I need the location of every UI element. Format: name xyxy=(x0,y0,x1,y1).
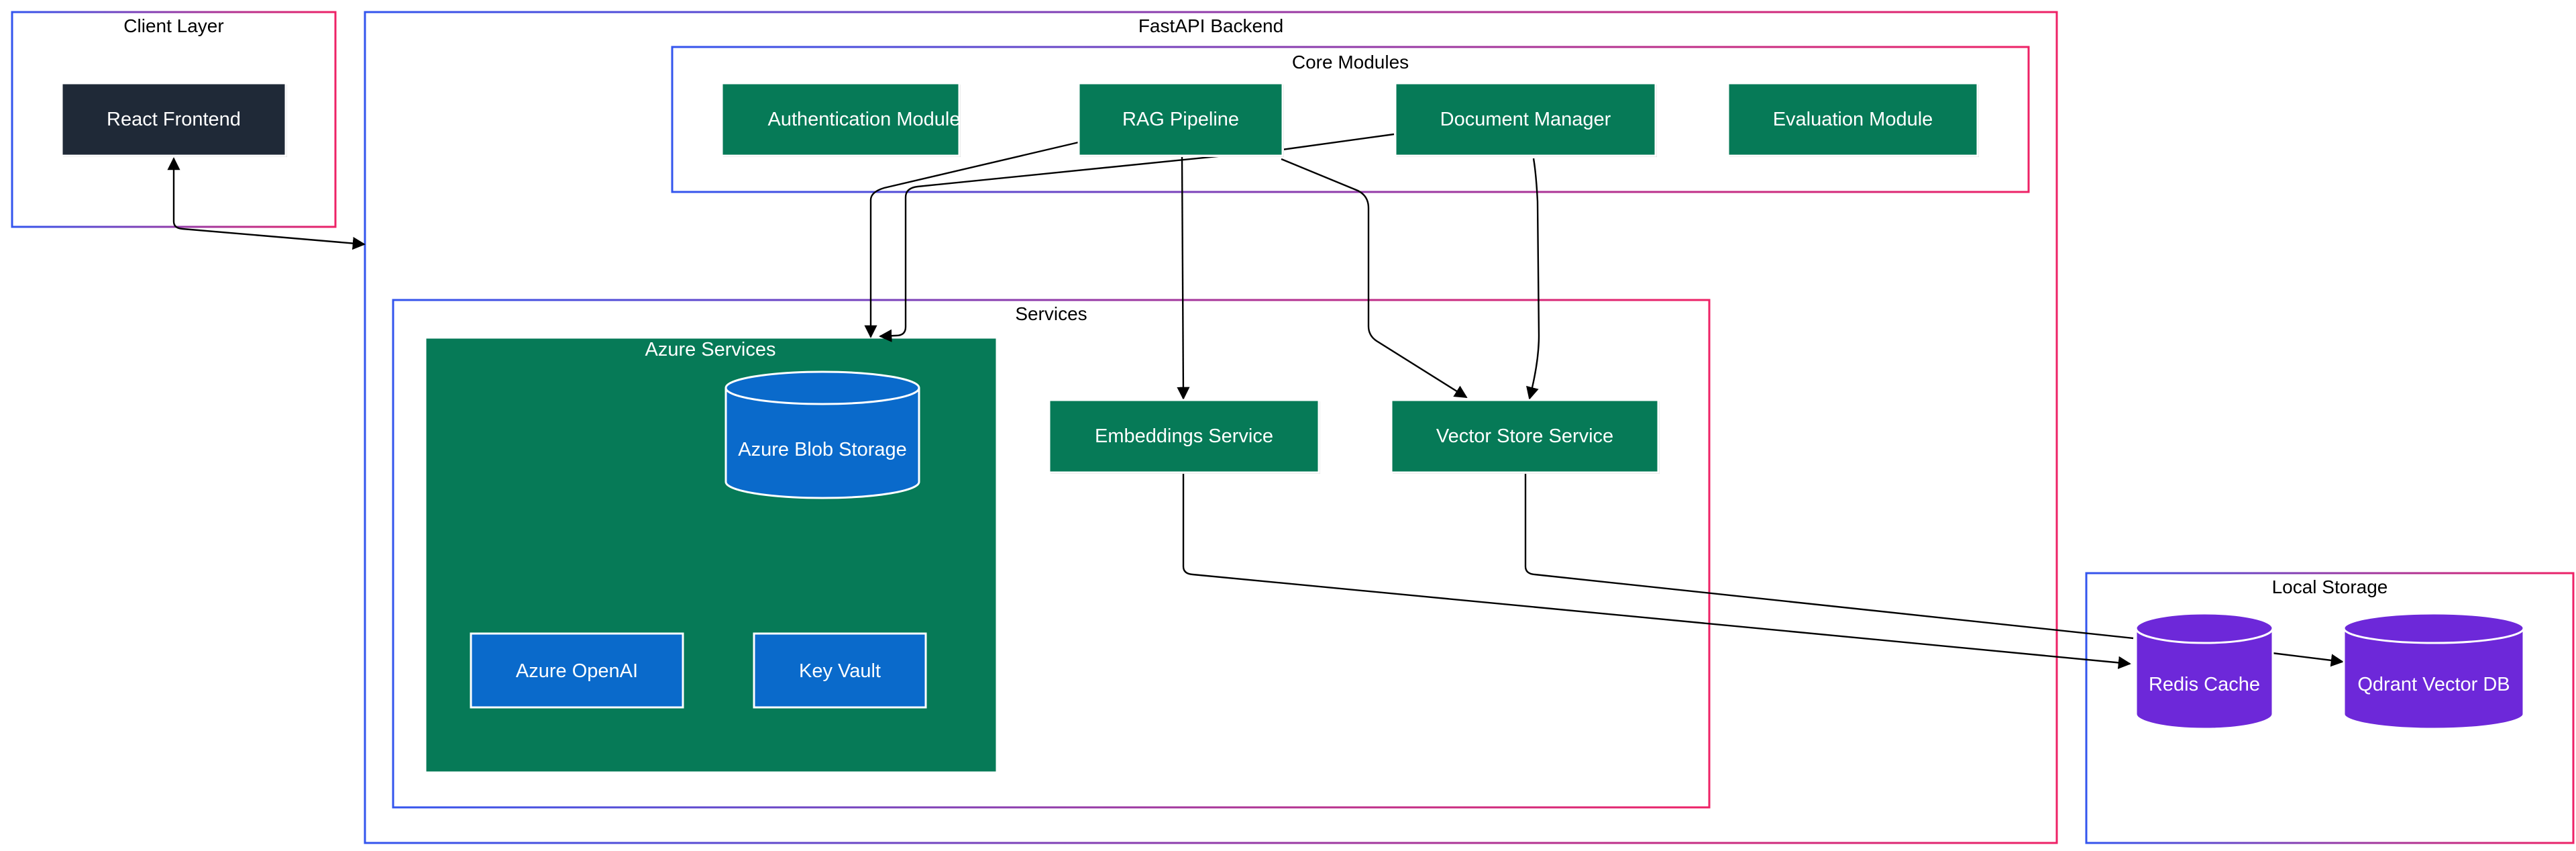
node-label-azure-blob-storage: Azure Blob Storage xyxy=(738,439,906,460)
node-evaluation-module[interactable]: Evaluation Module xyxy=(1727,82,1979,157)
cluster-title-azure-services: Azure Services xyxy=(645,339,775,360)
edge-vector-store-to-redis-cache xyxy=(1524,474,2134,640)
cluster-core-modules: Core Modules xyxy=(671,46,2030,193)
edge-rag-to-azure-services xyxy=(864,141,1079,338)
node-label-document-manager: Document Manager xyxy=(1440,109,1611,130)
node-react-frontend[interactable]: React Frontend xyxy=(60,82,287,157)
cluster-title-fastapi-backend: FastAPI Backend xyxy=(1138,15,1283,36)
edge-frontend-to-backend xyxy=(167,157,366,250)
cluster-fastapi-backend: FastAPI Backend xyxy=(364,11,2058,844)
cluster-services: Services xyxy=(392,299,1711,809)
node-label-embeddings-service: Embeddings Service xyxy=(1095,426,1273,447)
node-label-vector-store-service: Vector Store Service xyxy=(1436,426,1613,447)
node-label-azure-openai: Azure OpenAI xyxy=(516,660,638,682)
cluster-title-core-modules: Core Modules xyxy=(1292,52,1409,72)
node-document-manager[interactable]: Document Manager xyxy=(1394,82,1657,157)
node-key-vault[interactable]: Key Vault xyxy=(753,632,927,709)
cluster-title-services: Services xyxy=(1015,303,1087,324)
node-label-authentication-module: Authentication Module xyxy=(768,109,961,130)
edge-redis-to-qdrant xyxy=(2271,652,2344,667)
node-qdrant-vector-db[interactable]: Qdrant Vector DB xyxy=(2343,612,2525,730)
cluster-title-local-storage: Local Storage xyxy=(2272,577,2388,597)
node-label-react-frontend: React Frontend xyxy=(107,109,241,130)
edge-document-manager-to-vector-store-service xyxy=(1526,158,1540,400)
edges xyxy=(167,133,2344,669)
node-authentication-module[interactable]: Authentication Module xyxy=(720,82,961,157)
node-rag-pipeline[interactable]: RAG Pipeline xyxy=(1077,82,1284,157)
cluster-local-storage: Local Storage xyxy=(2085,572,2575,844)
edge-document-manager-to-azure-services xyxy=(879,133,1395,342)
edge-embeddings-to-redis-cache xyxy=(1182,474,2131,669)
node-redis-cache[interactable]: Redis Cache xyxy=(2135,612,2274,730)
node-vector-store-service[interactable]: Vector Store Service xyxy=(1390,399,1660,474)
edge-rag-to-vector-store-service xyxy=(1281,158,1468,399)
cluster-title-client-layer: Client Layer xyxy=(123,15,223,36)
node-label-rag-pipeline: RAG Pipeline xyxy=(1122,109,1239,130)
node-label-key-vault: Key Vault xyxy=(799,660,881,682)
node-label-evaluation-module: Evaluation Module xyxy=(1773,109,1933,130)
edge-rag-to-embeddings-service xyxy=(1177,156,1190,400)
node-label-redis-cache: Redis Cache xyxy=(2149,674,2260,695)
node-label-qdrant-vector-db: Qdrant Vector DB xyxy=(2357,674,2510,695)
node-azure-openai[interactable]: Azure OpenAI xyxy=(470,632,684,709)
node-embeddings-service[interactable]: Embeddings Service xyxy=(1048,399,1320,474)
node-azure-blob-storage[interactable]: Azure Blob Storage xyxy=(724,370,920,499)
